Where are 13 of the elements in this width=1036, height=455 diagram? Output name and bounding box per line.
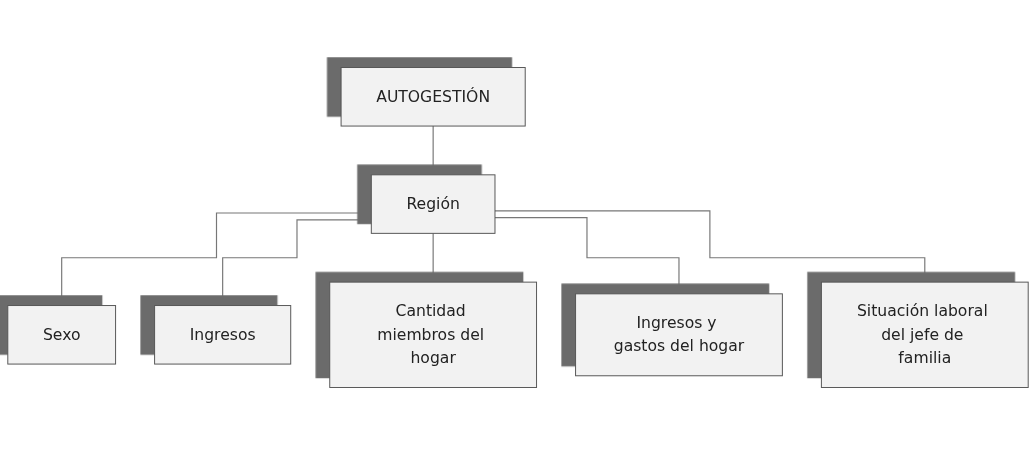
node-box: Ingresos (154, 305, 292, 365)
node-box: AUTOGESTIÓN (340, 67, 526, 127)
node-box: Ingresos y gastos del hogar (575, 293, 783, 377)
node-box: Región (370, 174, 496, 234)
connector (494, 217, 680, 295)
connector (494, 210, 926, 283)
connector (61, 212, 372, 307)
connector (222, 219, 372, 307)
connector (432, 125, 434, 176)
node-box: Cantidad miembros del hogar (329, 281, 538, 388)
node-box: Sexo (7, 305, 117, 365)
connector (432, 232, 434, 283)
node-box: Situación laboral del jefe de familia (820, 281, 1029, 388)
